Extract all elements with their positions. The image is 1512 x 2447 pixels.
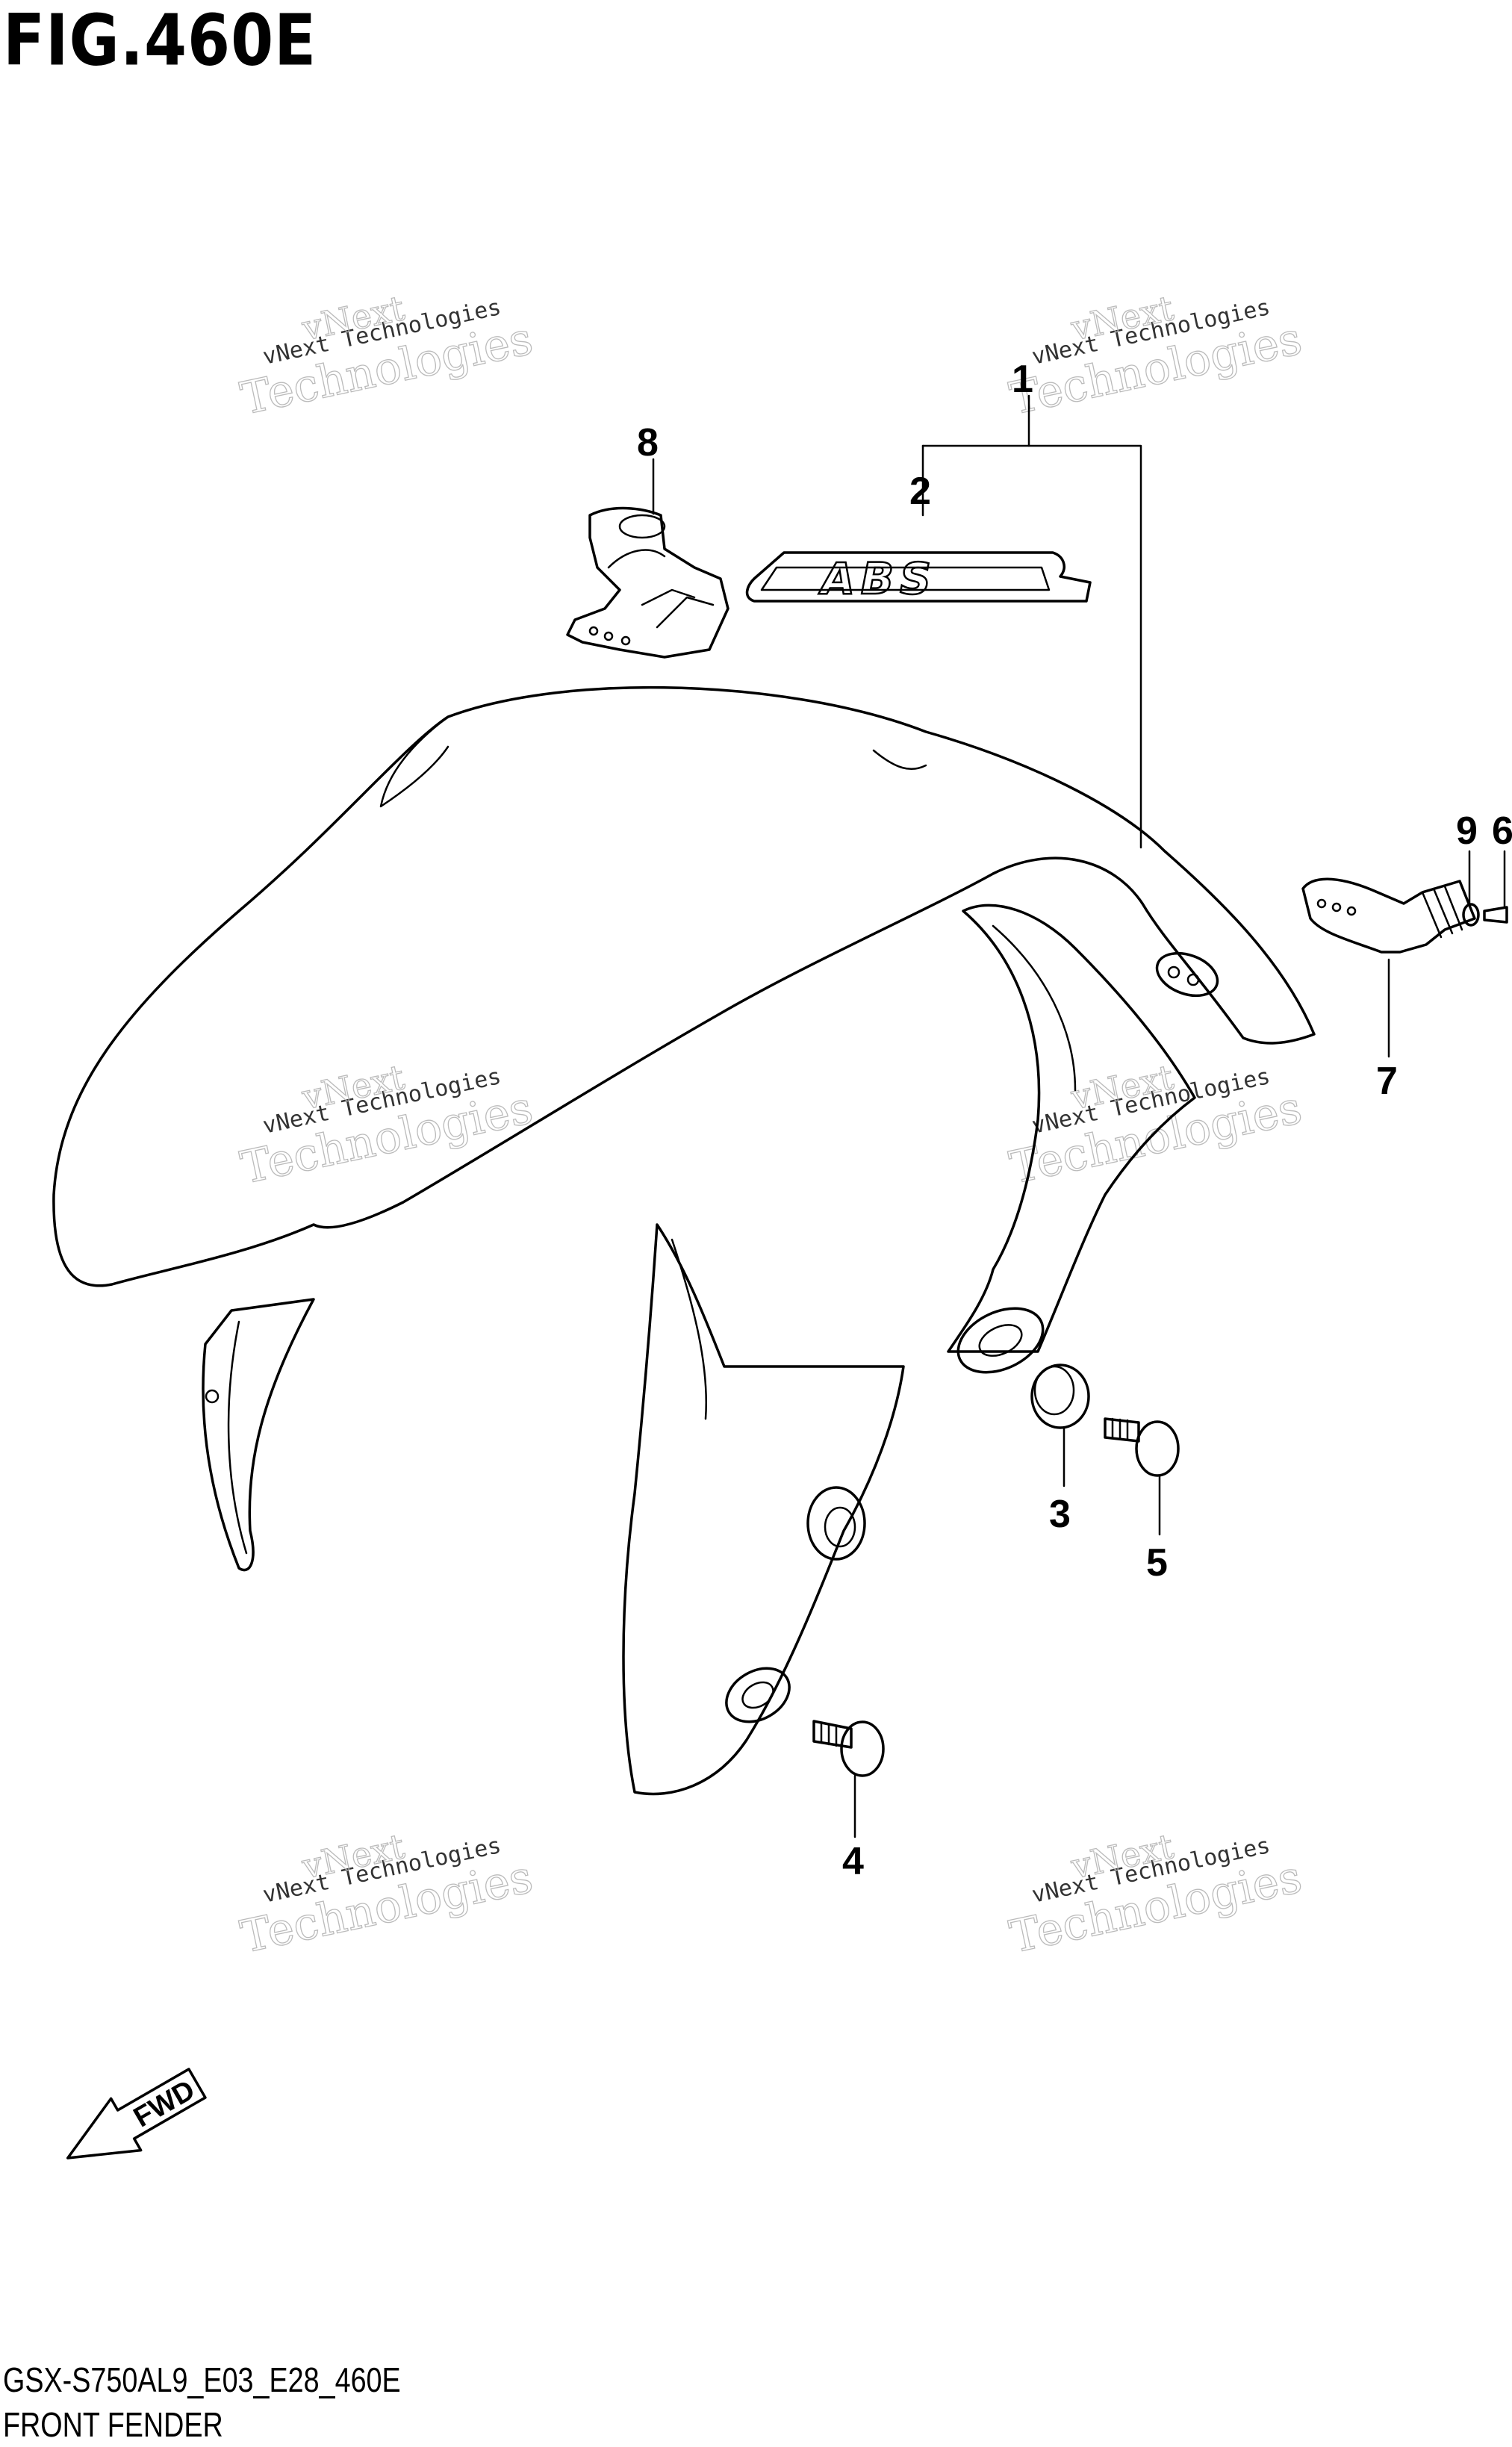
abs-emblem-text: ABS [818,553,937,604]
callout-2: 2 [909,470,931,513]
callout-6: 6 [1492,809,1512,853]
model-code: GSX-S750AL9_E03_E28_460E [3,2360,401,2399]
callout-5: 5 [1146,1541,1168,1585]
callout-1: 1 [1012,358,1033,401]
callout-9: 9 [1456,809,1478,853]
bolt-part-4[interactable] [812,1720,885,1777]
watermark-3: vNext Technologies vNext Technologies [236,1056,538,1195]
forward-direction-arrow: FWD [66,2068,207,2160]
watermark-1: vNext Technologies vNext Technologies [236,287,538,426]
leader-lines [652,394,1506,1838]
washer-part-9[interactable] [1462,903,1480,927]
callout-3: 3 [1049,1493,1071,1536]
callout-4: 4 [842,1840,864,1883]
callout-8: 8 [637,421,659,464]
abs-emblem-part-2[interactable]: ABS [745,551,1092,605]
section-name: FRONT FENDER [3,2405,223,2444]
watermark-2: vNext Technologies vNext Technologies [1005,287,1307,426]
figure-title: FIG.460E [3,0,317,82]
hose-guide-part-7[interactable] [1301,877,1476,954]
callouts: 1 2 3 4 5 6 7 8 9 [637,358,1512,1883]
front-fender[interactable] [52,685,1316,1796]
watermark-4: vNext Technologies vNext Technologies [1005,1056,1307,1195]
callout-7: 7 [1376,1060,1398,1103]
screw-part-6[interactable] [1483,906,1508,924]
bolt-part-5[interactable] [1104,1417,1180,1477]
watermark-6: vNext Technologies vNext Technologies [1005,1825,1307,1964]
watermark-5: vNext Technologies vNext Technologies [236,1825,538,1964]
clip-bracket-part-8[interactable] [566,506,729,659]
grommet-part-3[interactable] [1030,1364,1090,1429]
